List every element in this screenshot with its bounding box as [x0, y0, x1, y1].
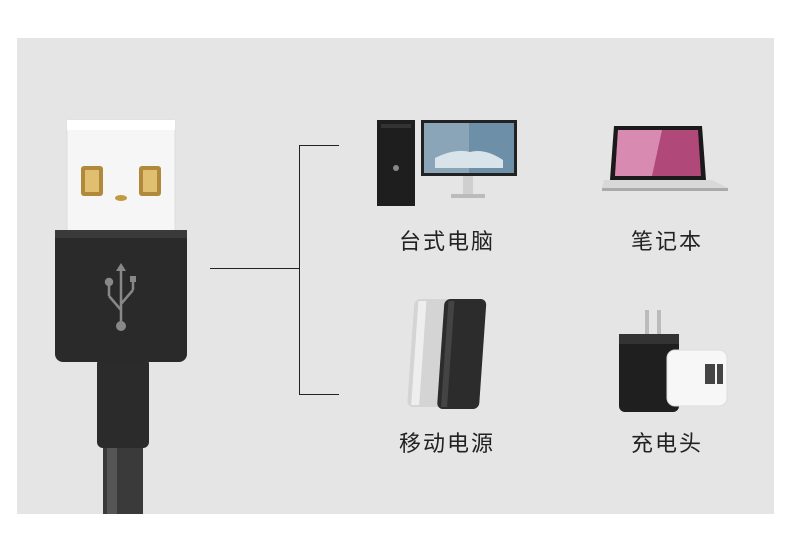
product-panel: 台式电脑 笔记本 移动电源 充电头: [17, 38, 774, 514]
connector-line-top: [299, 145, 339, 146]
connector-line-bottom: [299, 394, 339, 395]
usb-symbol-icon: [104, 263, 136, 331]
connector-line-vertical: [299, 145, 300, 395]
power-bank-icon: [407, 299, 487, 409]
laptop-icon: [602, 126, 728, 191]
usb-connector-image: [55, 119, 187, 514]
charger-icon: [619, 310, 728, 412]
device-label-powerbank: 移动电源: [398, 432, 495, 457]
connector-line-horizontal: [210, 268, 300, 269]
device-label-charger: 充电头: [630, 432, 703, 457]
desktop-computer-icon: [377, 120, 517, 206]
device-label-laptop: 笔记本: [630, 230, 703, 255]
device-label-desktop: 台式电脑: [398, 230, 495, 255]
